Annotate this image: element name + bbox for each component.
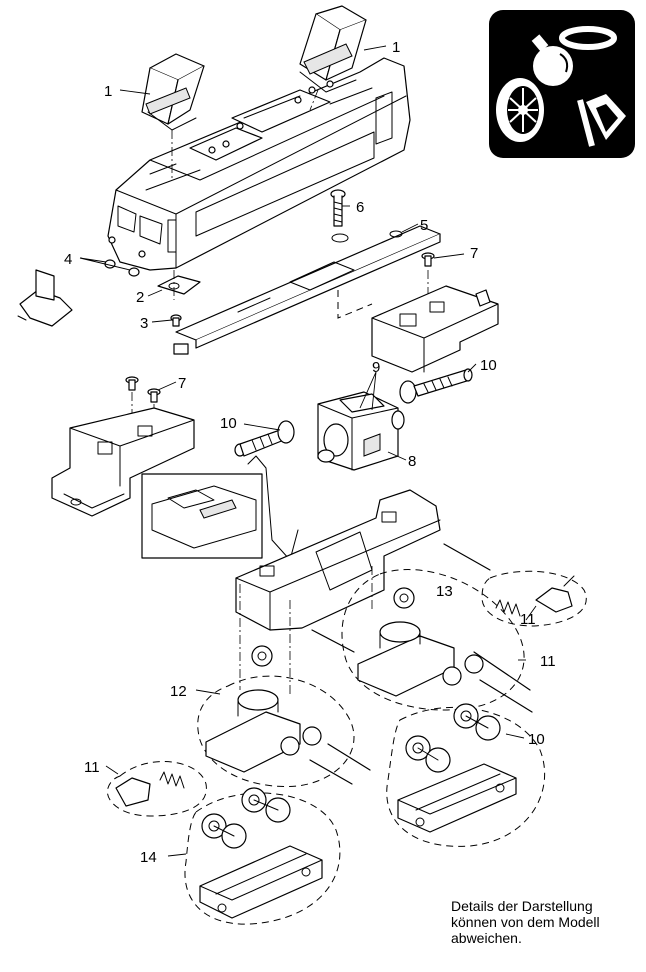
bogie-13	[357, 587, 484, 697]
note-line-2: können von dem Modell	[451, 914, 600, 930]
traction-tire-icon	[559, 26, 617, 50]
worm-gear-left	[234, 420, 295, 457]
callout-1-left: 1	[104, 83, 112, 100]
service-icons-box	[489, 10, 635, 158]
wheelset-pair-right	[405, 703, 501, 773]
group-14-outline	[184, 792, 341, 925]
callout-11-right: 11	[520, 611, 536, 628]
group-11-left-outline	[106, 761, 207, 817]
callout-13: 13	[436, 583, 453, 600]
pickup-spring-left	[115, 771, 185, 807]
callout-3: 3	[140, 315, 148, 332]
note-line-3: abweichen.	[451, 930, 522, 946]
callout-9: 9	[372, 359, 380, 376]
motor	[317, 391, 405, 471]
callout-1-right: 1	[392, 39, 400, 56]
pantograph-right	[299, 5, 367, 93]
wheel-icon	[496, 78, 544, 142]
coupler-bracket	[17, 269, 73, 327]
end-housing-left	[51, 407, 195, 517]
callout-7-left: 7	[178, 375, 186, 392]
light-insert	[157, 275, 201, 295]
detail-inset	[141, 455, 299, 561]
axle-top-right	[443, 543, 491, 571]
wheelset-pair-left	[201, 787, 291, 849]
disclaimer-note: Details der Darstellung können von dem M…	[451, 898, 641, 946]
leader-lines	[79, 45, 537, 857]
callout-10-top: 10	[480, 357, 497, 374]
note-line-1: Details der Darstellung	[451, 898, 593, 914]
callout-10-left: 10	[220, 415, 237, 432]
axle-mid	[311, 629, 355, 653]
screw-6	[330, 189, 346, 227]
callout-6: 6	[356, 199, 364, 216]
bogie-bottom-right	[397, 763, 517, 833]
axis-pantograph-right	[309, 89, 319, 111]
bogie-bottom-left	[199, 845, 323, 919]
bogie-12	[205, 645, 322, 773]
group-10-lower-outline	[386, 706, 545, 847]
callout-11-mid: 11	[540, 653, 556, 670]
callout-7-right: 7	[470, 245, 478, 262]
callout-11-left: 11	[84, 759, 100, 776]
callout-8: 8	[408, 453, 416, 470]
pantograph-left	[141, 53, 205, 131]
callout-2: 2	[136, 289, 144, 306]
pickup-spring-right	[495, 575, 575, 617]
callout-14: 14	[140, 849, 157, 866]
callout-10-lower: 10	[528, 731, 545, 748]
end-housing-right	[371, 285, 499, 373]
pickup-shoe-icon	[577, 94, 626, 147]
screw-3	[170, 314, 182, 327]
lamp-icon	[531, 34, 573, 86]
callout-4: 4	[64, 251, 72, 268]
screws-7-left	[125, 376, 161, 403]
group-12-outline	[197, 675, 355, 788]
callout-5: 5	[420, 217, 428, 234]
screw-7-right	[421, 252, 435, 267]
gear-frame	[235, 489, 441, 631]
group-11-right-outline	[481, 570, 587, 627]
chassis-plate	[173, 225, 441, 355]
callout-12: 12	[170, 683, 187, 700]
worm-gear-right	[399, 368, 473, 404]
locomotive-body-shell	[107, 57, 411, 271]
